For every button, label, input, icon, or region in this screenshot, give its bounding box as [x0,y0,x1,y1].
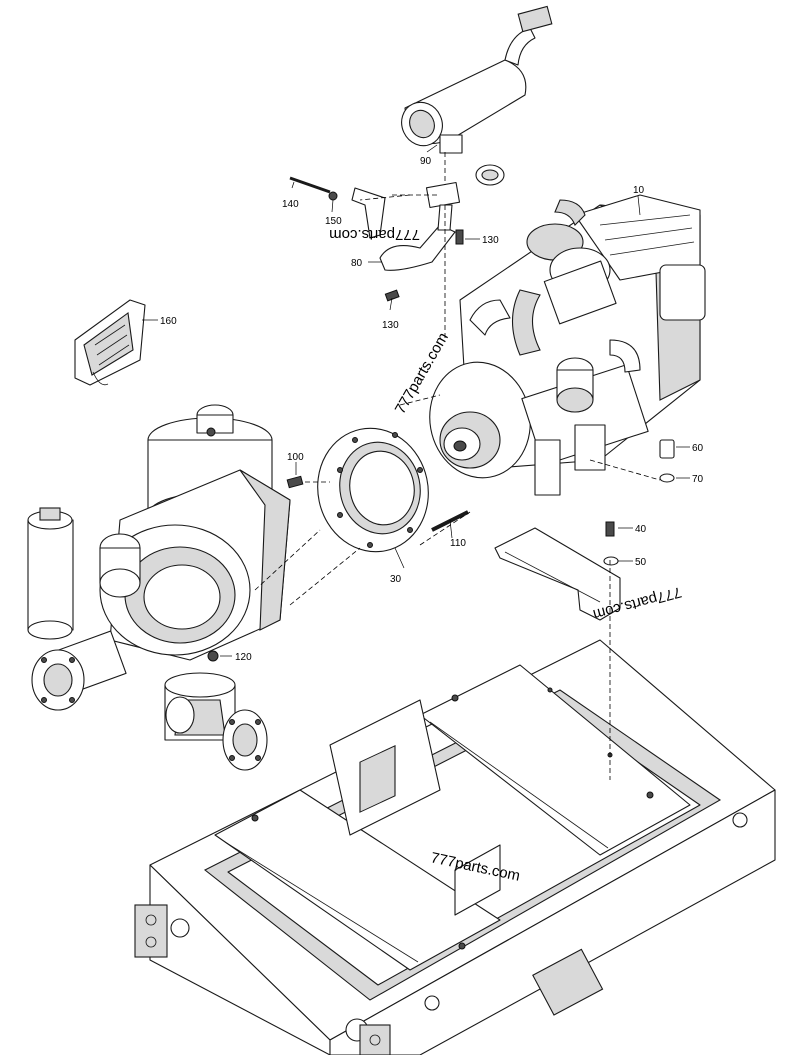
callout-50: 50 [635,557,647,568]
pump-assembly [27,404,291,771]
washer-50 [603,556,619,566]
bolt-140 [289,176,331,194]
callout-90: 90 [420,156,432,167]
callout-160: 160 [160,316,177,327]
callout-60: 60 [692,443,704,454]
junction-box-front [359,1024,391,1055]
callout-120: 120 [235,652,252,663]
priming-cylinder [27,519,74,631]
callout-100: 100 [287,452,304,463]
callout-labels: 10 30 40 50 60 70 80 90 100 110 120 130 … [160,156,704,663]
junction-box-left [134,904,168,958]
engine-assembly [429,194,706,496]
callout-leaders [142,144,690,657]
nut-120 [207,650,219,662]
guard-plate [74,299,146,386]
callout-80: 80 [351,258,363,269]
bolt-100 [286,475,304,489]
bolt-40 [605,521,615,537]
nut-150 [328,191,338,201]
watermark-1: 777parts.com [329,226,420,243]
bolt-130b [384,289,400,302]
assembly-lines [254,152,661,780]
callout-70: 70 [692,474,704,485]
rear-cross-plate [419,664,691,856]
mount-bracket [494,521,621,621]
callout-110: 110 [450,538,466,549]
callout-30: 30 [390,574,402,585]
adapter-ring [286,427,469,553]
exhaust-system [289,5,553,302]
callout-130a: 130 [482,235,499,246]
bolt-130a [455,229,464,245]
callout-10: 10 [633,185,645,196]
washer-70 [659,473,675,483]
callout-40: 40 [635,524,647,535]
callout-140: 140 [282,199,299,210]
base-frame [134,639,776,1055]
front-cross-plate [214,789,501,971]
callout-130b: 130 [382,320,399,331]
callout-150: 150 [325,216,342,227]
bolt-60 [659,439,675,459]
